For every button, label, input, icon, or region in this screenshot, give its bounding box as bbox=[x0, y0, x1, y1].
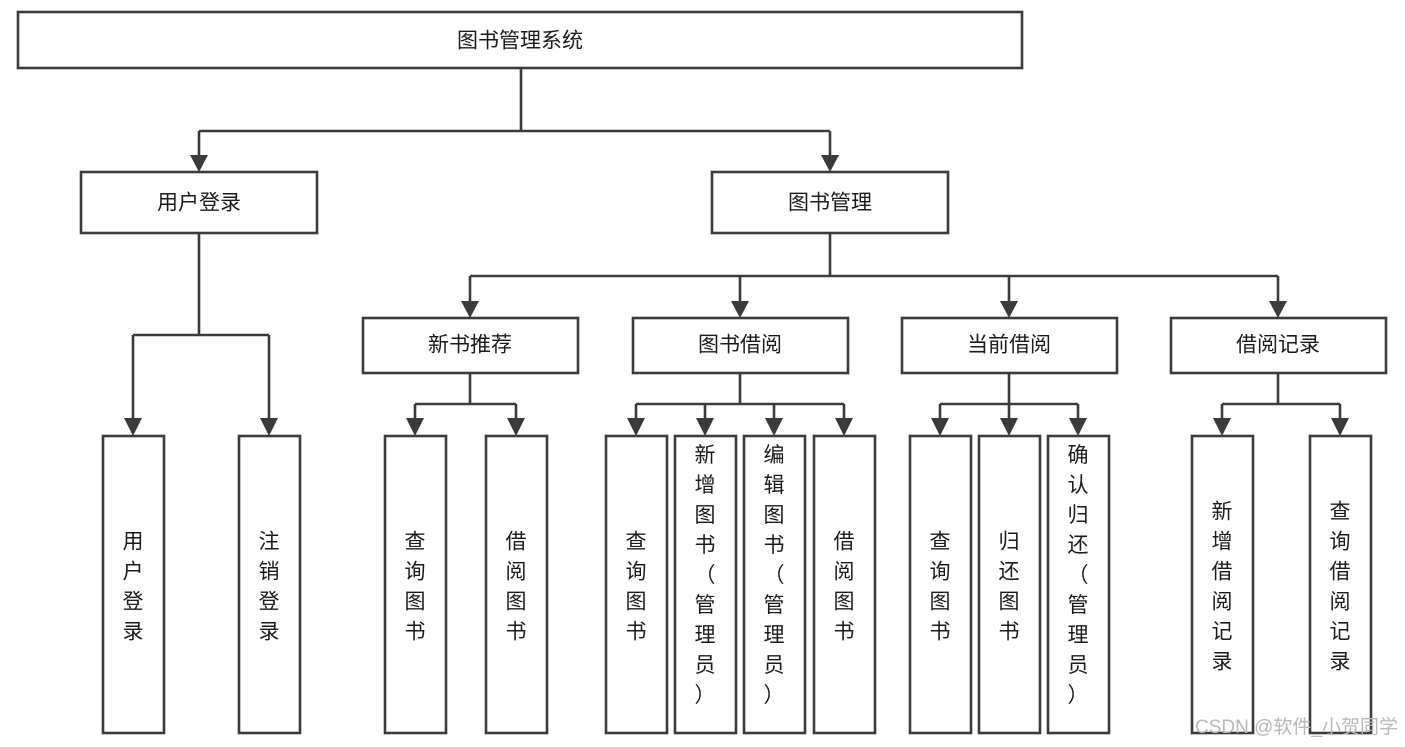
leaf-logout-box[interactable] bbox=[237, 434, 302, 735]
arrow-leaf-cb-return bbox=[1000, 418, 1018, 436]
arrow-to-current-borrow bbox=[1000, 301, 1018, 318]
arrow-leaf-br-query bbox=[1331, 418, 1349, 436]
arrow-leaf-nb-query bbox=[406, 418, 424, 436]
connectors-book-manage-to-level3 bbox=[461, 233, 1287, 318]
arrow-leaf-bb-query bbox=[627, 418, 645, 436]
arrow-leaf-logout bbox=[260, 418, 278, 436]
node-borrow-record-box[interactable] bbox=[1169, 316, 1388, 375]
node-current-borrow-label: 当前借阅 bbox=[967, 334, 1051, 357]
leaf-bb-add-book-label: 新增图书（管理员） bbox=[695, 444, 716, 707]
node-root-title-label: 图书管理系统 bbox=[457, 30, 583, 53]
leaf-cb-query-book[interactable]: 查询图书 bbox=[908, 434, 973, 735]
arrow-leaf-bb-edit bbox=[765, 418, 783, 436]
arrow-to-book-borrow bbox=[731, 301, 749, 318]
leaf-bb-add-book-box[interactable] bbox=[673, 434, 738, 735]
node-current-borrow-box[interactable] bbox=[900, 316, 1119, 375]
connectors-new-book-leaves bbox=[406, 373, 525, 436]
leaf-cb-confirm-return[interactable]: 确认归还（管理员） bbox=[1046, 434, 1111, 735]
leaf-cb-confirm-return-box[interactable] bbox=[1046, 434, 1111, 735]
leaf-bb-edit-book[interactable]: 编辑图书（管理员） bbox=[742, 434, 807, 735]
leaf-nb-query-book-label: 查询图书 bbox=[405, 530, 426, 643]
node-user-login[interactable]: 用户登录 bbox=[79, 170, 319, 235]
node-new-book-recommend-label: 新书推荐 bbox=[428, 334, 512, 357]
leaf-cb-confirm-return-label: 确认归还（管理员） bbox=[1068, 444, 1089, 707]
leaf-bb-borrow-book-box[interactable] bbox=[812, 434, 877, 735]
node-borrow-record[interactable]: 借阅记录 bbox=[1169, 316, 1388, 375]
leaf-bb-add-book[interactable]: 新增图书（管理员） bbox=[673, 434, 738, 735]
leaf-bb-edit-book-label: 编辑图书（管理员） bbox=[764, 444, 785, 707]
arrow-leaf-bb-add bbox=[696, 418, 714, 436]
arrow-leaf-nb-borrow bbox=[507, 418, 525, 436]
node-current-borrow[interactable]: 当前借阅 bbox=[900, 316, 1119, 375]
arrow-to-book-manage bbox=[821, 155, 839, 172]
node-user-login-box[interactable] bbox=[79, 170, 319, 235]
node-root-title-box[interactable] bbox=[16, 10, 1024, 70]
leaf-br-add-record-box[interactable] bbox=[1190, 434, 1255, 735]
leaf-bb-borrow-book-label: 借阅图书 bbox=[834, 530, 855, 643]
leaf-nb-query-book[interactable]: 查询图书 bbox=[383, 434, 448, 735]
leaf-br-query-record[interactable]: 查询借阅记录 bbox=[1308, 434, 1373, 735]
node-book-borrow-box[interactable] bbox=[631, 316, 850, 375]
leaf-nb-borrow-book-box[interactable] bbox=[484, 434, 549, 735]
node-book-manage-label: 图书管理 bbox=[788, 192, 872, 215]
connectors-borrow-record-leaves bbox=[1213, 373, 1349, 436]
leaf-br-add-record-label: 新增借阅记录 bbox=[1212, 500, 1233, 673]
arrow-leaf-cb-query bbox=[931, 418, 949, 436]
leaf-cb-query-book-label: 查询图书 bbox=[930, 530, 951, 643]
connectors-user-login-leaves bbox=[124, 233, 278, 436]
leaf-bb-query-book[interactable]: 查询图书 bbox=[604, 434, 669, 735]
connectors-root-to-level2 bbox=[190, 68, 839, 172]
leaf-cb-return-book[interactable]: 归还图书 bbox=[977, 434, 1042, 735]
leaf-nb-borrow-book-label: 借阅图书 bbox=[506, 530, 527, 643]
node-user-login-label: 用户登录 bbox=[157, 192, 241, 215]
node-book-borrow-label: 图书借阅 bbox=[698, 334, 782, 357]
leaf-nb-borrow-book[interactable]: 借阅图书 bbox=[484, 434, 549, 735]
leaf-cb-return-book-label: 归还图书 bbox=[999, 530, 1020, 643]
arrow-leaf-cb-confirm bbox=[1069, 418, 1087, 436]
connectors-book-borrow-leaves bbox=[627, 373, 853, 436]
leaf-br-add-record[interactable]: 新增借阅记录 bbox=[1190, 434, 1255, 735]
leaf-cb-return-book-box[interactable] bbox=[977, 434, 1042, 735]
node-borrow-record-label: 借阅记录 bbox=[1236, 334, 1320, 357]
leaf-logout-label: 注销登录 bbox=[259, 530, 280, 643]
leaf-nb-query-book-box[interactable] bbox=[383, 434, 448, 735]
leaf-cb-query-book-box[interactable] bbox=[908, 434, 973, 735]
node-root-title[interactable]: 图书管理系统 bbox=[16, 10, 1024, 70]
leaf-bb-query-book-label: 查询图书 bbox=[626, 530, 647, 643]
leaf-logout[interactable]: 注销登录 bbox=[237, 434, 302, 735]
leaf-user-login-box[interactable] bbox=[101, 434, 166, 735]
arrow-to-borrow-record bbox=[1269, 301, 1287, 318]
leaf-bb-borrow-book[interactable]: 借阅图书 bbox=[812, 434, 877, 735]
arrow-leaf-bb-borrow bbox=[835, 418, 853, 436]
node-book-borrow[interactable]: 图书借阅 bbox=[631, 316, 850, 375]
leaf-bb-query-book-box[interactable] bbox=[604, 434, 669, 735]
node-new-book-recommend[interactable]: 新书推荐 bbox=[361, 316, 580, 375]
leaf-bb-edit-book-box[interactable] bbox=[742, 434, 807, 735]
arrow-to-new-book bbox=[461, 301, 479, 318]
leaf-br-query-record-box[interactable] bbox=[1308, 434, 1373, 735]
arrow-to-user-login bbox=[190, 155, 208, 172]
csdn-watermark: CSDN @软件_小贺同学 bbox=[1195, 716, 1398, 738]
node-book-manage[interactable]: 图书管理 bbox=[710, 170, 950, 235]
connectors-current-borrow-leaves bbox=[931, 373, 1087, 436]
arrow-leaf-br-add bbox=[1213, 418, 1231, 436]
leaf-user-login-label: 用户登录 bbox=[123, 530, 144, 643]
arrow-leaf-user-login bbox=[124, 418, 142, 436]
leaf-user-login[interactable]: 用户登录 bbox=[101, 434, 166, 735]
leaf-br-query-record-label: 查询借阅记录 bbox=[1330, 500, 1351, 673]
